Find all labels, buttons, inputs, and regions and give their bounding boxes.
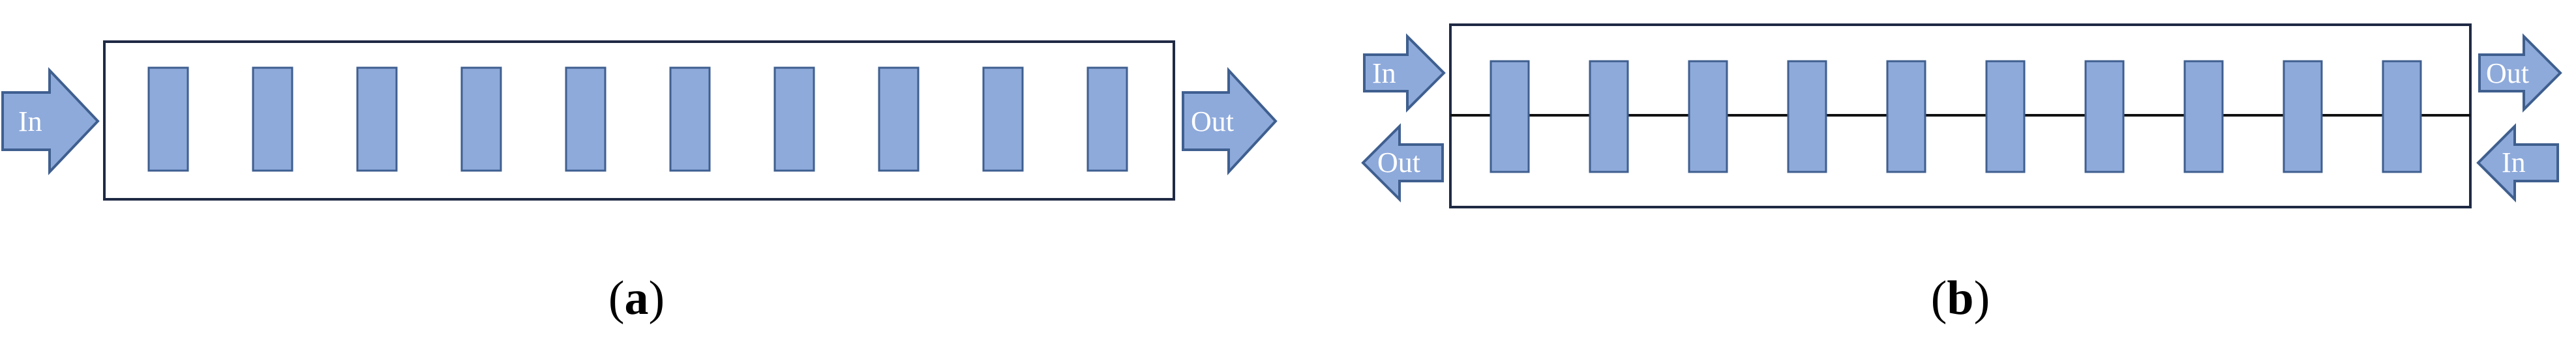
right-arrow-icon [2478,33,2562,113]
in-bottom-label-b: In [2502,147,2526,178]
diagram-b-plate-8 [2183,60,2224,173]
diagram-a-plate-3 [356,66,398,172]
diagram-b-plate-9 [2283,60,2323,173]
diagram-a-plate-6 [669,66,711,172]
diagram-b-plate-7 [2084,60,2125,173]
diagram-a-plate-5 [565,66,607,172]
diagram-a-plate-4 [460,66,502,172]
right-arrow-icon [1,66,100,176]
in-arrow-a: In [1,66,100,176]
diagram-b-plate-3 [1688,60,1728,173]
in-label-a: In [18,106,42,137]
diagram-b-plate-4 [1787,60,1827,173]
in-top-label-b: In [1372,57,1396,89]
caption-b: (b) [1931,272,1990,325]
diagram-b-plate-1 [1490,60,1530,173]
right-arrow-icon [1363,33,1446,113]
out-arrow-top-b: Out [2478,33,2562,113]
diagram-a-plate-1 [147,66,189,172]
diagram-b-plate-2 [1589,60,1629,173]
diagram-a-plate-2 [252,66,293,172]
diagram-a-plate-8 [878,66,920,172]
diagram-b: In Out Out In (b) [1361,23,2562,325]
diagram-b-plate-6 [1985,60,2026,173]
out-arrow-a: Out [1182,66,1278,176]
out-top-label-b: Out [2486,57,2529,89]
out-arrow-bottom-b: Out [1361,123,1444,203]
diagram-b-plate-5 [1886,60,1926,173]
left-arrow-icon [2476,123,2559,203]
out-label-a: Out [1191,106,1234,137]
diagram-a: In Out (a) [1,40,1278,325]
diagram-a-plate-9 [982,66,1024,172]
in-arrow-top-b: In [1363,33,1446,113]
out-bottom-label-b: Out [1377,147,1420,178]
plate-group-a [147,66,1128,172]
diagram-a-plate-10 [1086,66,1128,172]
diagram-a-plate-7 [773,66,815,172]
diagram-b-plate-10 [2382,60,2422,173]
plate-group-b [1490,60,2422,173]
caption-a: (a) [608,272,665,325]
caption-letter-a: a [625,272,649,325]
right-arrow-icon [1182,66,1278,176]
caption-letter-b: b [1947,272,1973,325]
in-arrow-bottom-b: In [2476,123,2559,203]
left-arrow-icon [1361,123,1444,203]
